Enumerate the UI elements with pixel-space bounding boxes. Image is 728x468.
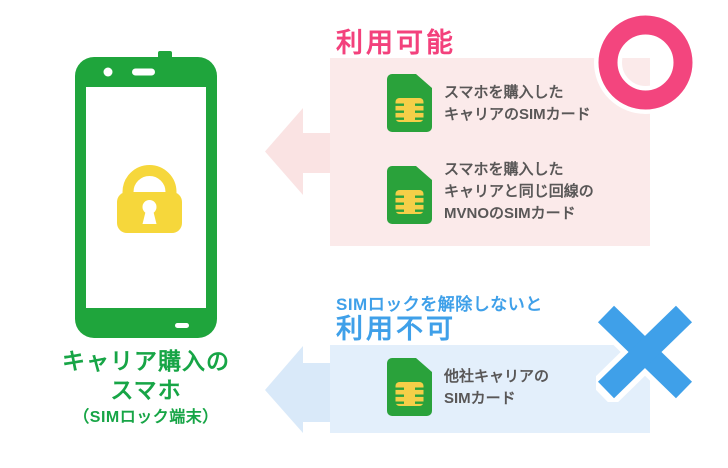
phone-label-line2: スマホ xyxy=(110,377,182,403)
usable-panel xyxy=(330,58,650,246)
locked-smartphone-icon xyxy=(75,51,217,338)
phone-label: キャリア購入の スマホ （SIMロック端末） xyxy=(34,347,258,428)
unusable-item-1-line1: 他社キャリアの xyxy=(444,368,550,385)
phone-speaker xyxy=(132,68,155,76)
usable-item-1-line1: スマホを購入した xyxy=(444,84,564,101)
usable-item-2-text: スマホを購入した キャリアと同じ回線の MVNOのSIMカード xyxy=(444,159,594,225)
unusable-pretitle: SIMロックを解除しないと xyxy=(336,295,543,314)
sim-card-icon xyxy=(387,166,432,224)
sim-card-icon xyxy=(387,358,432,416)
phone-label-line3: （SIMロック端末） xyxy=(73,409,219,426)
usable-item-2-line2: キャリアと同じ回線の xyxy=(444,183,594,200)
unusable-item-1-line2: SIMカード xyxy=(444,390,516,407)
usable-item-2-line3: MVNOのSIMカード xyxy=(444,205,576,222)
blue-left-arrow-icon xyxy=(265,346,330,433)
lock-icon xyxy=(117,165,182,233)
cross-ng-mark-icon xyxy=(596,302,696,402)
unusable-title: 利用不可 xyxy=(336,314,456,344)
pink-left-arrow-icon xyxy=(265,108,330,195)
phone-home-dash xyxy=(175,323,189,328)
usable-item-1-line2: キャリアのSIMカード xyxy=(444,106,591,123)
usable-title: 利用可能 xyxy=(336,28,456,58)
phone-label-line1: キャリア購入の xyxy=(62,348,230,374)
circle-ok-mark-icon xyxy=(594,11,697,114)
phone-camera-dot xyxy=(103,67,113,77)
sim-card-icon xyxy=(387,74,432,132)
usable-item-2-line1: スマホを購入した xyxy=(444,161,564,178)
usable-item-1-text: スマホを購入した キャリアのSIMカード xyxy=(444,82,591,126)
unusable-item-1-text: 他社キャリアの SIMカード xyxy=(444,366,549,410)
